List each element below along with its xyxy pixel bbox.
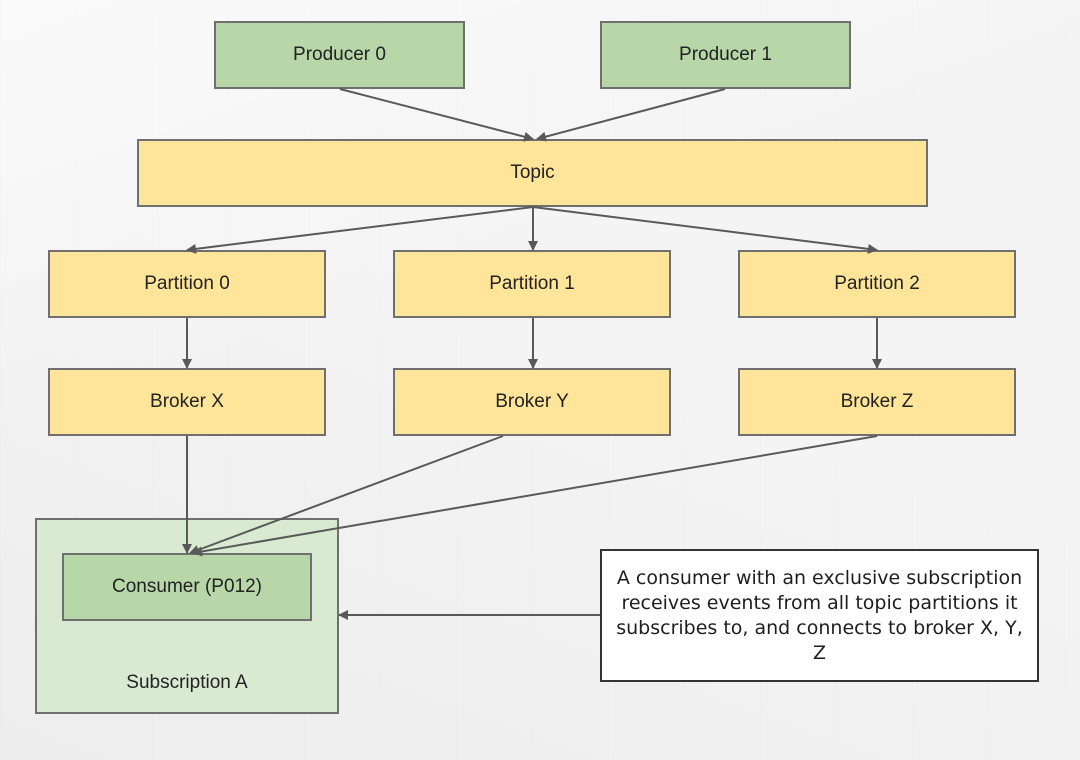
consumer-node: Consumer (P012) xyxy=(62,553,312,621)
partition-1-label: Partition 1 xyxy=(489,273,575,294)
broker-x-label: Broker X xyxy=(150,391,224,412)
topic-label: Topic xyxy=(510,162,555,183)
partition-2-node: Partition 2 xyxy=(738,250,1016,318)
partition-0-label: Partition 0 xyxy=(144,273,230,294)
explanation-note-text: A consumer with an exclusive subscriptio… xyxy=(616,566,1023,664)
broker-y-node: Broker Y xyxy=(393,368,671,436)
topic-node: Topic xyxy=(137,139,928,207)
broker-x-node: Broker X xyxy=(48,368,326,436)
consumer-label: Consumer (P012) xyxy=(112,576,262,597)
producer-1-label: Producer 1 xyxy=(679,44,772,65)
producer-1-node: Producer 1 xyxy=(600,21,851,89)
explanation-note: A consumer with an exclusive subscriptio… xyxy=(600,549,1039,682)
partition-0-node: Partition 0 xyxy=(48,250,326,318)
broker-y-label: Broker Y xyxy=(495,391,569,412)
producer-0-label: Producer 0 xyxy=(293,44,386,65)
broker-z-node: Broker Z xyxy=(738,368,1016,436)
partition-1-node: Partition 1 xyxy=(393,250,671,318)
partition-2-label: Partition 2 xyxy=(834,273,920,294)
subscription-a-label: Subscription A xyxy=(126,672,248,693)
broker-z-label: Broker Z xyxy=(840,391,914,412)
producer-0-node: Producer 0 xyxy=(214,21,465,89)
